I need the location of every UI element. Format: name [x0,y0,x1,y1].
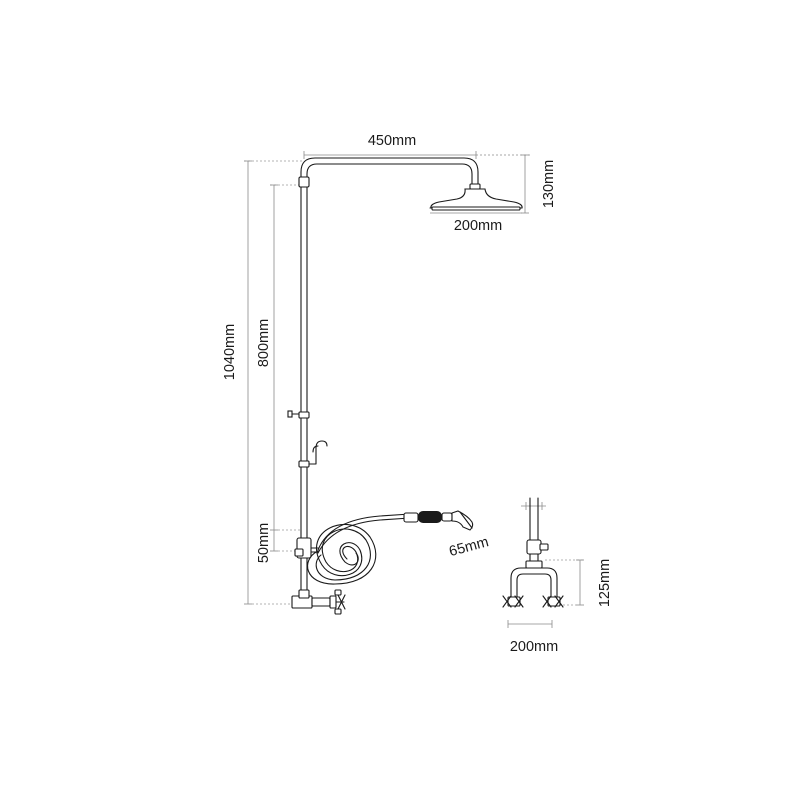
label-handset-diameter: 65mm [447,534,490,560]
label-valve-offset: 50mm [256,523,272,563]
tap-detail [502,497,564,608]
label-arm-width: 450mm [368,133,416,149]
label-riser-length: 800mm [256,319,272,367]
label-tap-height: 125mm [597,559,613,607]
shower-riser [287,157,479,615]
label-tap-centres: 200mm [510,639,558,655]
label-overall-height: 1040mm [222,324,238,380]
label-head-diameter: 200mm [454,218,502,234]
label-head-drop: 130mm [541,160,557,208]
dimension-lines [244,151,584,628]
shower-head [429,183,523,211]
hose-and-handset [307,510,474,585]
